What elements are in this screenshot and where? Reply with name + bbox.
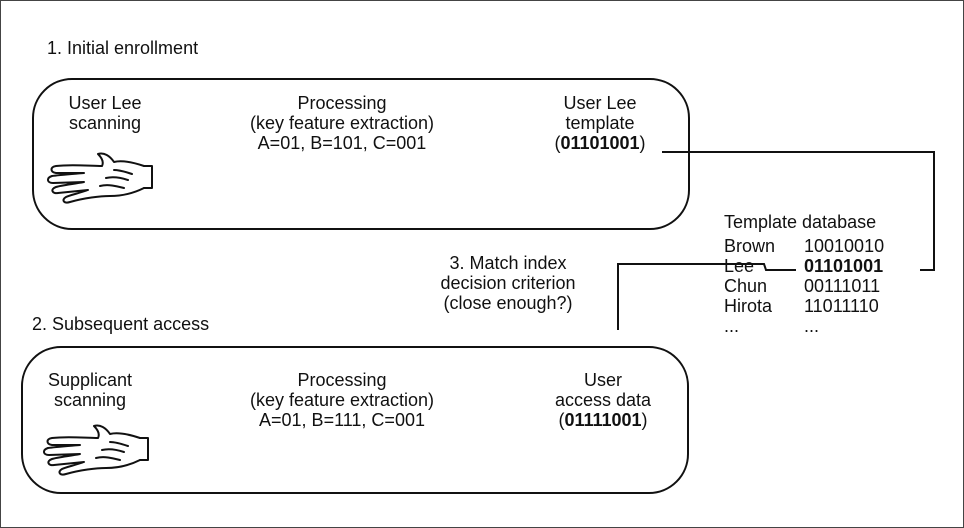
hand-icon	[47, 152, 153, 204]
database-row: Brown 10010010	[724, 236, 884, 256]
access-proc-line1: Processing	[297, 370, 387, 390]
access-proc-line3: A=01, B=111, C=001	[259, 410, 425, 430]
database-title: Template database	[724, 212, 877, 232]
access-data-line2: access data	[554, 390, 652, 410]
enrollment-scan-label: User Lee scanning	[50, 93, 160, 133]
database-row-name: Lee	[724, 256, 755, 276]
database-row-code: 00111011	[804, 276, 881, 296]
match-line1: 3. Match index	[449, 253, 567, 273]
database-row-code: 10010010	[804, 236, 885, 256]
database-row-code: 11011110	[804, 296, 879, 316]
template-to-database-line	[662, 151, 935, 271]
database-row: Lee 01101001	[724, 256, 884, 276]
enrollment-proc-line3: A=01, B=101, C=001	[257, 133, 427, 153]
match-line2: decision criterion	[440, 273, 576, 293]
access-scan-line1: Supplicant	[47, 370, 133, 390]
access-data-line1: User	[583, 370, 622, 390]
database-row: ... ...	[724, 316, 884, 336]
access-data-code: 01111001	[564, 410, 642, 430]
enrollment-proc-line2: (key feature extraction)	[249, 113, 435, 133]
database-to-match-line	[617, 263, 796, 330]
enrollment-tmpl-line1: User Lee	[563, 93, 637, 113]
access-data: User access data (01111001)	[528, 370, 678, 430]
enrollment-tmpl-line2: template	[565, 113, 635, 133]
access-proc-line2: (key feature extraction)	[249, 390, 435, 410]
enrollment-box	[32, 78, 690, 230]
enrollment-scan-line2: scanning	[68, 113, 142, 133]
database-row-name: Chun	[724, 276, 768, 296]
database-row: Hirota 11011110	[724, 296, 884, 316]
hand-icon	[43, 424, 149, 476]
access-scan-label: Supplicant scanning	[30, 370, 150, 410]
database-row-name: ...	[724, 316, 740, 336]
access-processing: Processing (key feature extraction) A=01…	[212, 370, 472, 430]
database-row-name: Brown	[724, 236, 776, 256]
database-row-name: Hirota	[724, 296, 773, 316]
access-scan-line2: scanning	[53, 390, 127, 410]
step1-title: 1. Initial enrollment	[47, 38, 199, 58]
enrollment-proc-line1: Processing	[297, 93, 387, 113]
enrollment-processing: Processing (key feature extraction) A=01…	[212, 93, 472, 153]
match-line3: (close enough?)	[443, 293, 573, 313]
access-box	[21, 346, 689, 494]
enrollment-template: User Lee template (01101001)	[530, 93, 670, 153]
step2-title: 2. Subsequent access	[32, 314, 210, 334]
enrollment-scan-line1: User Lee	[68, 93, 142, 113]
database-row-code: 01101001	[804, 256, 884, 276]
enrollment-template-code: 01101001	[560, 133, 640, 153]
enrollment-tmpl-code-line: (01101001)	[554, 133, 646, 153]
database-row: Chun 00111011	[724, 276, 884, 296]
access-data-code-line: (01111001)	[558, 410, 648, 430]
match-criterion: 3. Match index decision criterion (close…	[414, 253, 602, 313]
database-table: Brown 10010010 Lee 01101001 Chun 0011101…	[724, 236, 884, 336]
database-row-code: ...	[804, 316, 820, 336]
